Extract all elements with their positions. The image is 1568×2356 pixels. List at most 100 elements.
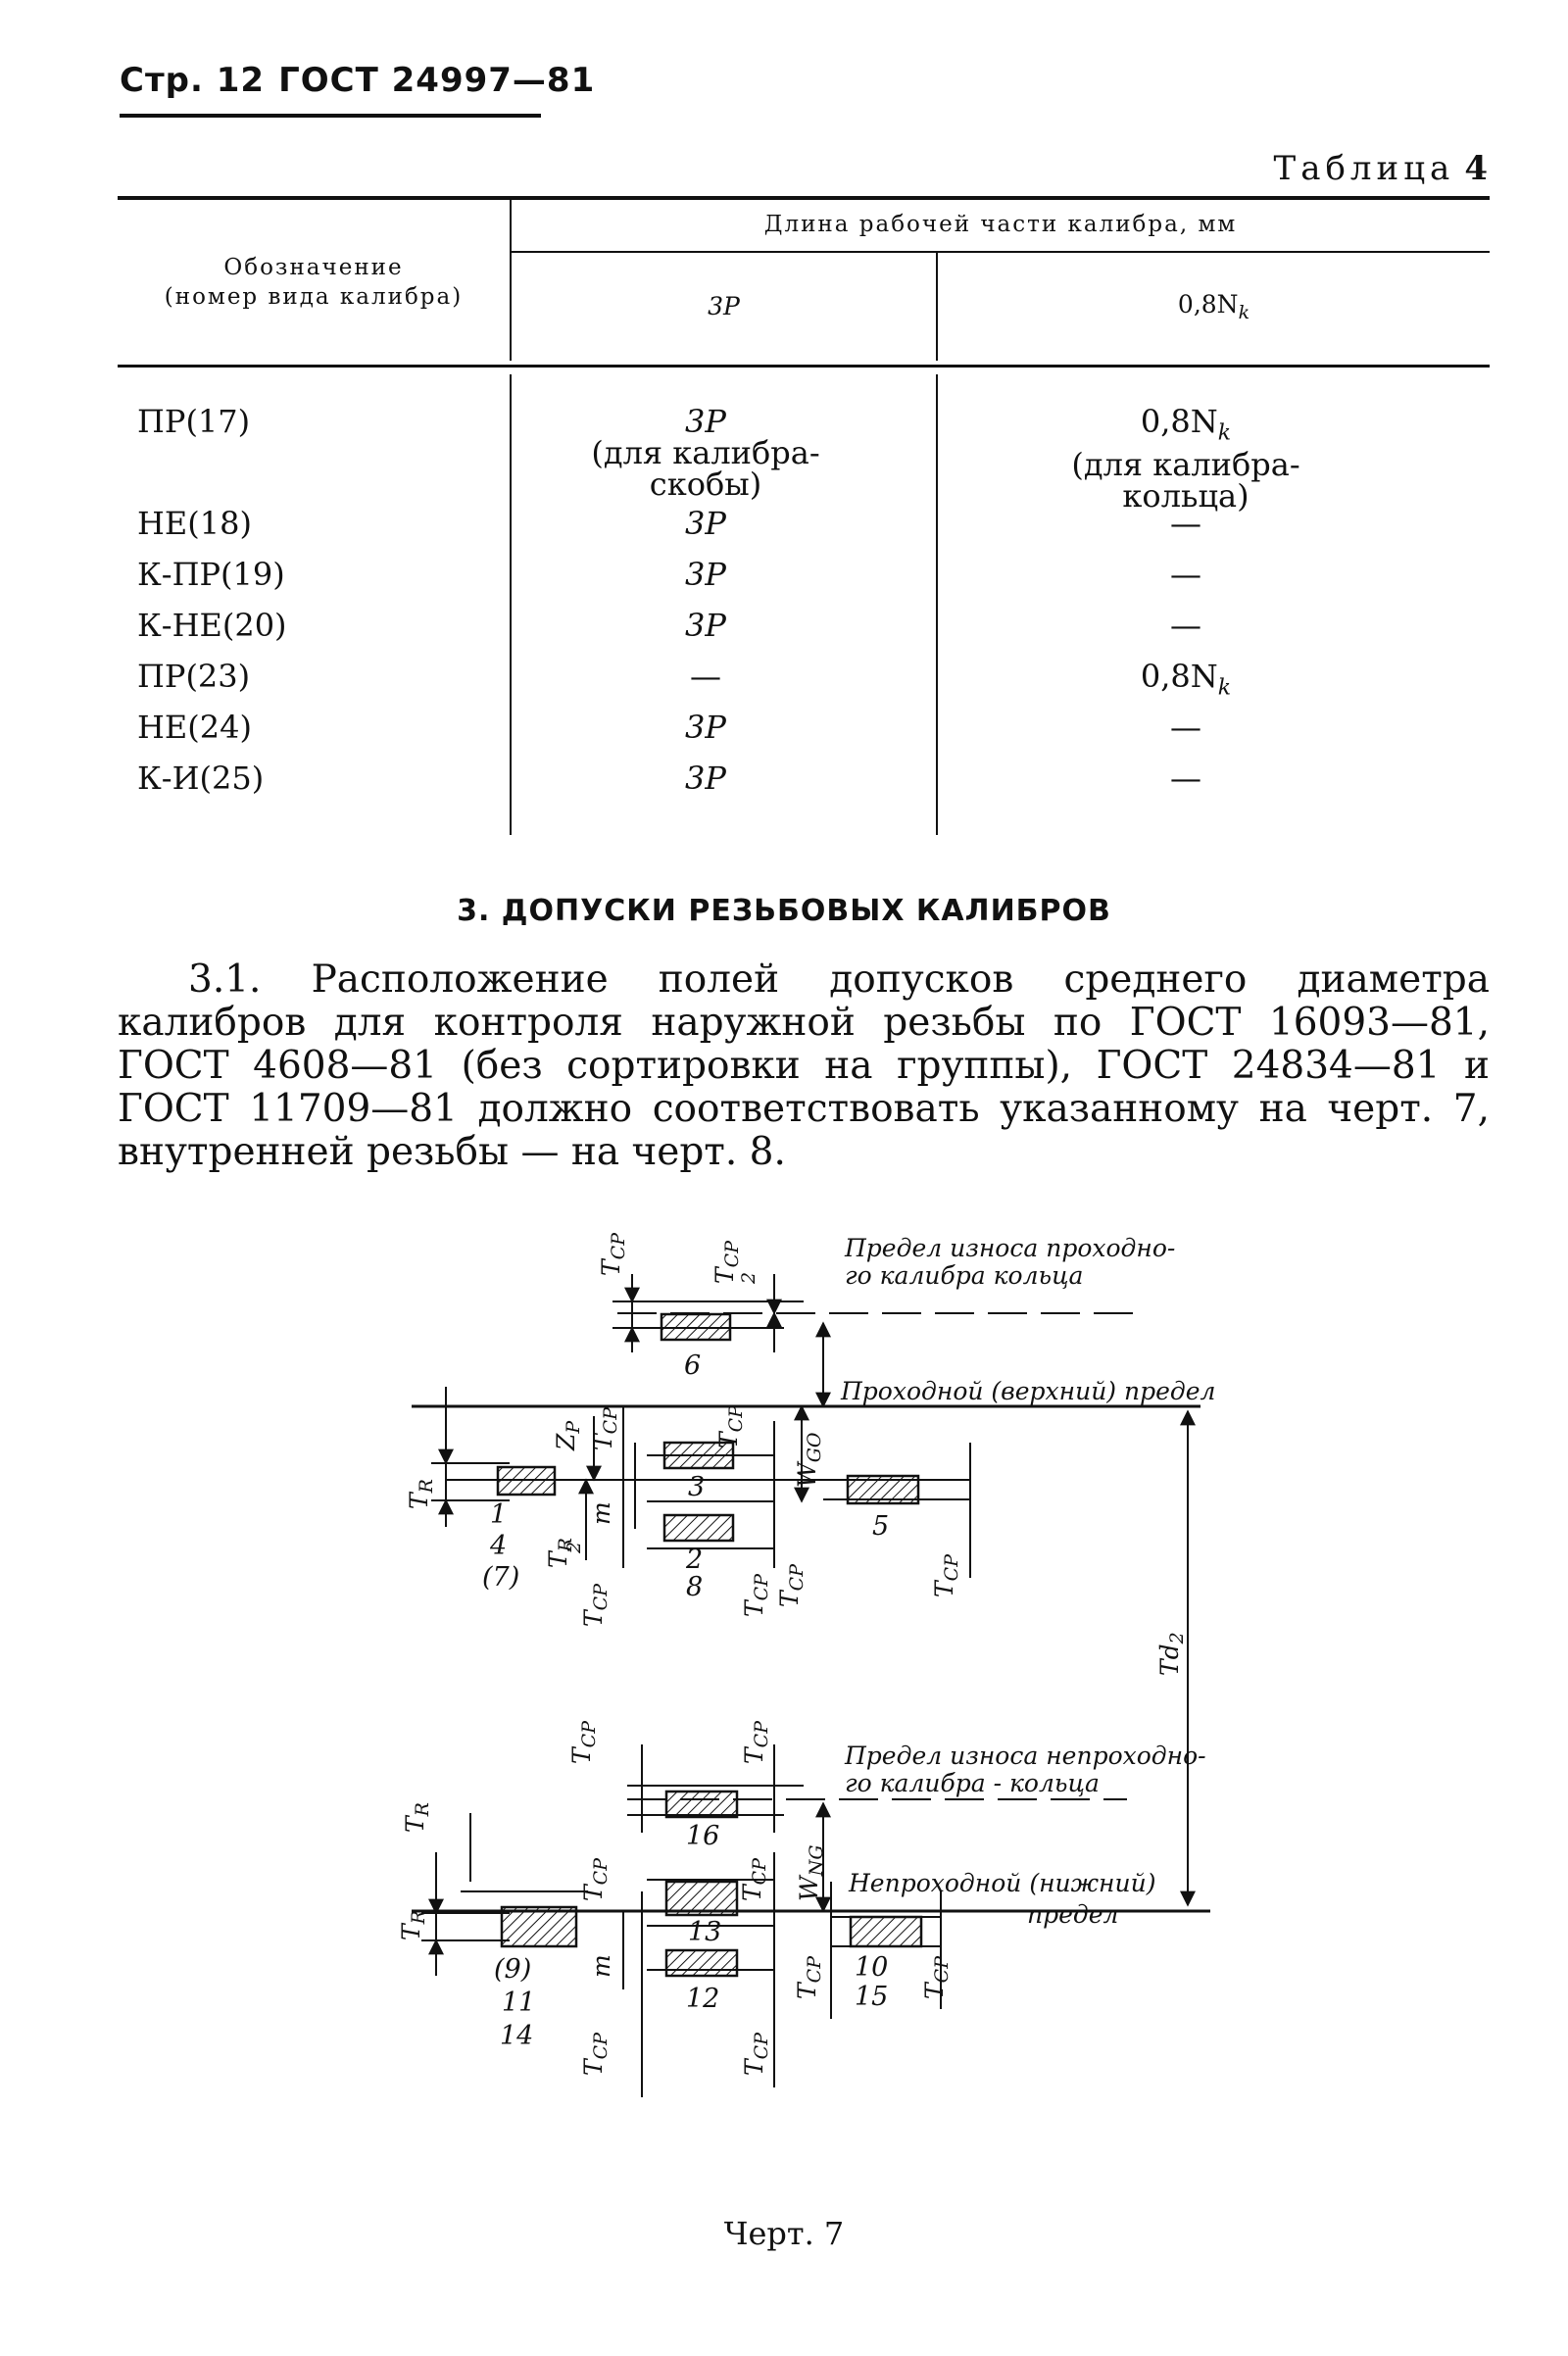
field-13 [664, 1880, 739, 1917]
svg-text:m: m [587, 1501, 615, 1525]
num-14: 14 [500, 2021, 533, 2051]
label-wear-go-2: го калибра кольца [845, 1261, 1083, 1290]
dim-t-r-2: TR [544, 1538, 576, 1568]
num-7: (7) [482, 1562, 519, 1593]
field-9 [500, 1905, 578, 1948]
row-2-08nk: — [1170, 556, 1201, 593]
dim-m-lower: m [587, 1954, 615, 1978]
svg-text:TCP: TCP [714, 1404, 747, 1448]
svg-text:TCP: TCP [579, 1857, 612, 1901]
table-vline-1-body [510, 374, 512, 835]
svg-text:TCP: TCP [710, 1240, 743, 1284]
table-vline-1-head [510, 200, 512, 361]
row-1-designation: НЕ(18) [137, 505, 252, 542]
row-0-08nk: 0,8Nk (для калибра- кольца) [1071, 403, 1300, 515]
svg-text:TCP: TCP [930, 1553, 962, 1597]
num-15: 15 [855, 1982, 888, 2012]
dim-t-cp-2-13: TCP [579, 1857, 612, 1901]
label-upper-limit: Проходной (верхний) предел [840, 1377, 1215, 1405]
dim-t-cp-2-lower-left: TCP [579, 1583, 612, 1627]
svg-text:2: 2 [564, 1542, 585, 1554]
dim-t-cp-2-8: TCP [775, 1563, 808, 1607]
num-16: 16 [686, 1821, 719, 1851]
table-top-rule [118, 196, 1490, 200]
row-5-3p: 3P [685, 709, 726, 746]
page-number: Стр. 12 [120, 61, 266, 100]
row-6-3p: 3P [685, 760, 726, 797]
header-rule [120, 114, 541, 118]
svg-text:TR: TR [397, 1910, 429, 1940]
field-16 [664, 1790, 739, 1819]
dim-w-go: WGO [793, 1432, 825, 1488]
dim-t-r-2-lower: TR [401, 1802, 433, 1833]
num-12: 12 [686, 1984, 719, 2014]
field-10 [849, 1915, 923, 1948]
dim-t-cp-2-16: TCP [567, 1720, 600, 1764]
num-5: 5 [872, 1511, 889, 1542]
paragraph-3-1: 3.1. Расположение полей допусков среднег… [118, 957, 1490, 1174]
table-number: 4 [1464, 149, 1488, 188]
num-11: 11 [502, 1988, 535, 2018]
svg-text:TCP: TCP [740, 1720, 772, 1764]
svg-text:TCP: TCP [567, 1720, 600, 1764]
svg-text:m: m [587, 1954, 615, 1978]
num-1: 1 [490, 1499, 507, 1530]
row-4-designation: ПР(23) [137, 658, 251, 695]
field-1 [496, 1465, 557, 1497]
dim-t-r: TR [405, 1479, 437, 1509]
row-1-3p: 3P [685, 505, 726, 542]
group-header-length: Длина рабочей части калибра, мм [763, 212, 1238, 237]
table-header-rule [118, 365, 1490, 368]
dim-td2: Td2 [1155, 1632, 1188, 1676]
label-wear-nogo-2: го калибра - кольца [845, 1769, 1100, 1797]
row-2-designation: К-ПР(19) [137, 556, 285, 593]
row-1-08nk: — [1170, 505, 1201, 542]
svg-text:TCP: TCP [738, 1857, 770, 1901]
row-6-08nk: — [1170, 760, 1201, 797]
num-3: 3 [688, 1472, 705, 1502]
num-9: (9) [494, 1954, 531, 1985]
row-5-designation: НЕ(24) [137, 709, 252, 746]
svg-text:TCP: TCP [597, 1232, 629, 1276]
label-lower-limit-2: предел [1027, 1900, 1118, 1929]
dim-t-cp-16: TCP [740, 1720, 772, 1764]
svg-text:WGO: WGO [793, 1432, 825, 1488]
dim-w-ng: WNG [795, 1844, 827, 1901]
dim-z-p: ZP [552, 1420, 584, 1451]
col-header-3p: 3P [708, 292, 740, 320]
dim-t-cp-2-15: TCP [920, 1955, 953, 1999]
row-3-3p: 3P [685, 607, 726, 644]
dim-t-cp-2-6-right: TCP [710, 1240, 743, 1284]
dim-t-r-2-den: 2 [564, 1542, 585, 1554]
svg-text:2: 2 [738, 1272, 760, 1285]
num-10: 10 [855, 1952, 888, 1983]
svg-text:TCP: TCP [579, 2032, 612, 2076]
row-5-08nk: — [1170, 709, 1201, 746]
num-8: 8 [686, 1572, 703, 1602]
field-6 [660, 1312, 732, 1342]
tolerance-diagram: Предел износа проходно- го калибра кольц… [397, 1232, 1215, 2097]
row-4-08nk: 0,8Nk [1140, 658, 1232, 701]
label-lower-limit-1: Непроходной (нижний) [848, 1869, 1155, 1897]
label-wear-go-1: Предел износа проходно- [844, 1234, 1175, 1262]
col-header-designation: Обозначение (номер вида калибра) [164, 255, 464, 310]
svg-text:TR: TR [405, 1479, 437, 1509]
svg-text:TCP: TCP [740, 2032, 772, 2076]
dim-t-r-lower: TR [397, 1910, 429, 1940]
dim-t-cp-2-6-den: 2 [738, 1272, 760, 1285]
svg-text:Td2: Td2 [1155, 1632, 1188, 1676]
dim-t-cp-3: TCP [589, 1406, 621, 1450]
svg-text:TCP: TCP [589, 1406, 621, 1450]
svg-text:TCP: TCP [579, 1583, 612, 1627]
row-0-designation: ПР(17) [137, 403, 251, 440]
row-3-designation: К-НЕ(20) [137, 607, 287, 644]
col-header-08nk: 0,8Nk [1177, 290, 1250, 323]
dim-t-cp-13: TCP [738, 1857, 770, 1901]
dim-t-cp-5: TCP [930, 1553, 962, 1597]
svg-text:ZP: ZP [552, 1420, 584, 1451]
row-0-3p: 3P (для калибра- скобы) [591, 403, 820, 503]
svg-text:TCP: TCP [793, 1955, 825, 1999]
num-6: 6 [684, 1350, 701, 1381]
dim-m-upper: m [587, 1501, 615, 1525]
